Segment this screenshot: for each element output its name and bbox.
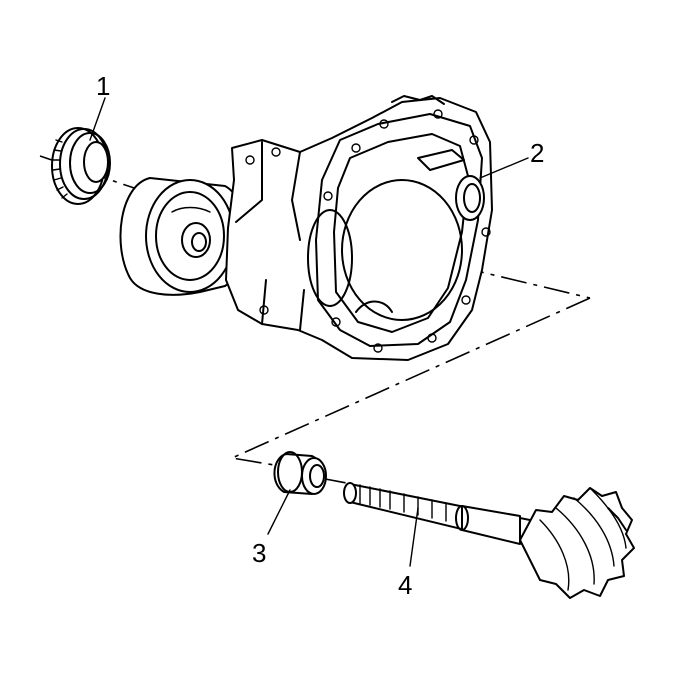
callout-3-label: 3 [252,538,266,568]
callout-2-label: 2 [530,138,544,168]
differential-housing [225,95,493,361]
pinion-spacer [119,177,246,296]
callout-4-label: 4 [398,570,412,600]
callout-1-label: 1 [96,71,110,101]
pinion-bearing [51,127,111,205]
pinion-bearing-cup [273,451,327,495]
callout-leaders [89,97,529,567]
drive-pinion-gear [343,482,635,599]
